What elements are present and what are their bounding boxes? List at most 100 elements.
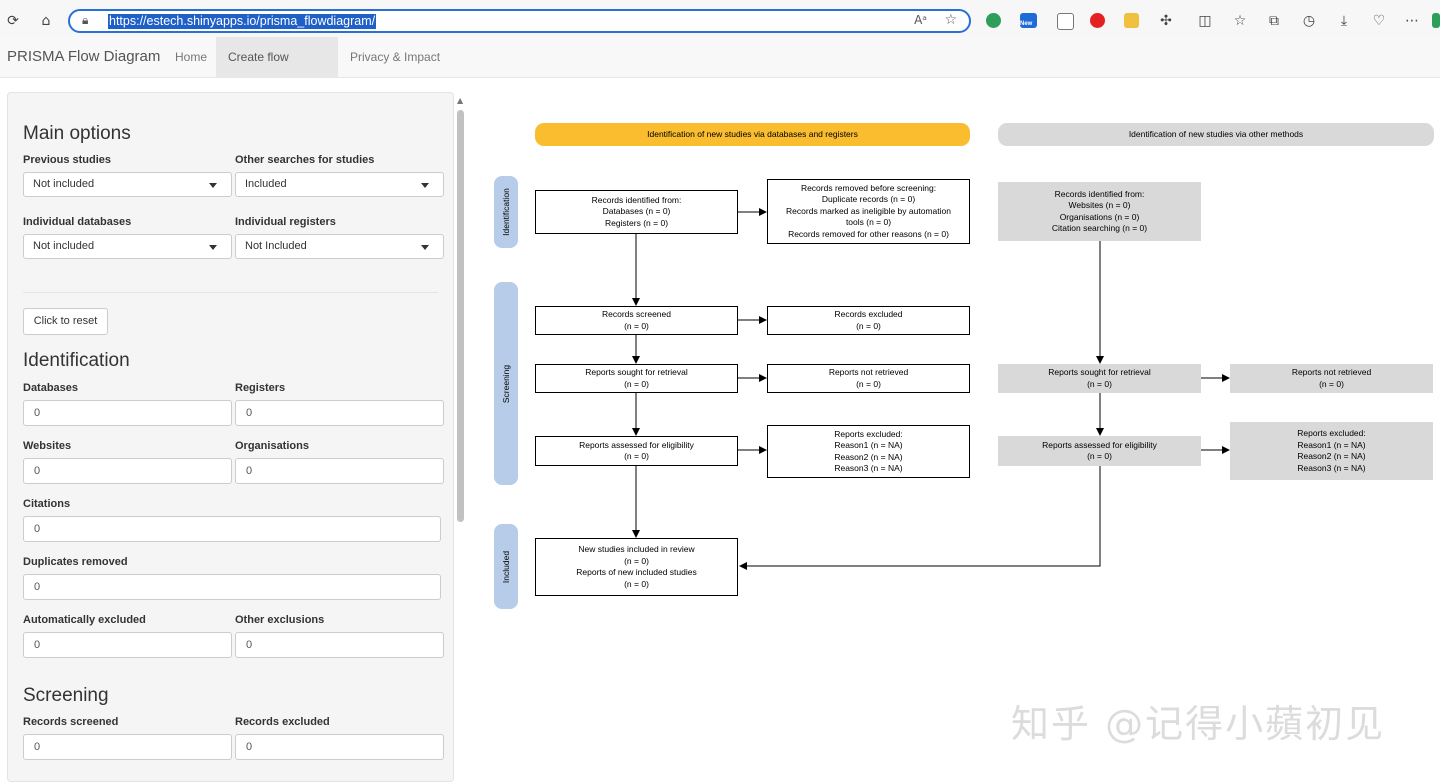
registers-input[interactable]: 0 [235,400,444,426]
other-exclusions-value: 0 [246,639,253,651]
more-menu-icon[interactable]: ⋯ [1405,13,1419,29]
duplicates-removed-value: 0 [34,581,41,593]
organisations-label: Organisations [235,440,309,452]
sidebar-scrollbar[interactable]: ▲ [456,94,466,773]
downloads-icon[interactable]: ⤓ [1340,13,1348,29]
header-other-methods: Identification of new studies via other … [998,123,1434,146]
automatically-excluded-label: Automatically excluded [23,614,146,626]
individual-registers-value: Not Included [245,240,307,252]
records-screened-label: Records screened [23,716,119,728]
collections-tab-icon[interactable]: ⧉ [1269,13,1279,29]
box-other-reports-sought: Reports sought for retrieval (n = 0) [998,364,1201,393]
chevron-down-icon [209,245,217,250]
reset-button[interactable]: Click to reset [23,308,108,335]
box-other-reports-excluded: Reports excluded: Reason1 (n = NA) Reaso… [1230,422,1433,480]
refresh-icon[interactable]: ⟳ [7,13,19,29]
previous-studies-label: Previous studies [23,154,112,166]
phase-screening-label: Screening [501,364,511,403]
records-screened-value: 0 [34,741,41,753]
opera-icon[interactable] [1090,13,1105,28]
automatically-excluded-value: 0 [34,639,41,651]
extension-new-icon[interactable]: New [1020,13,1037,28]
url-text[interactable]: https://estech.shinyapps.io/prisma_flowd… [108,14,377,29]
home-icon[interactable]: ⌂ [41,13,51,29]
tab-home[interactable]: Home [175,50,208,64]
box-other-records-identified: Records identified from: Websites (n = 0… [998,182,1201,241]
main-options-title: Main options [23,123,131,144]
lock-icon: 🔒︎ [82,13,89,27]
databases-input[interactable]: 0 [23,400,232,426]
tab-privacy-impact[interactable]: Privacy & Impact [350,50,441,64]
databases-value: 0 [34,407,41,419]
phase-screening: Screening [494,282,518,485]
new-badge: New [1020,21,1033,27]
scroll-up-arrow-icon[interactable]: ▲ [457,96,464,105]
scrollbar-thumb[interactable] [457,110,464,522]
extension-green-icon[interactable] [986,13,1001,28]
organisations-input[interactable]: 0 [235,458,444,484]
chevron-down-icon [421,183,429,188]
individual-databases-value: Not included [33,240,95,252]
phase-identification-label: Identification [501,188,511,236]
individual-databases-select[interactable]: Not included [23,234,232,259]
box-reports-sought: Reports sought for retrieval (n = 0) [535,364,738,393]
records-excluded-value: 0 [246,741,253,753]
box-records-screened: Records screened (n = 0) [535,306,738,335]
options-sidebar: Main options Previous studies Not includ… [7,92,454,782]
records-excluded-label: Records excluded [235,716,330,728]
favorites-icon[interactable]: ☆ [1233,13,1247,29]
connector-arrows [632,208,1230,570]
app-brand[interactable]: PRISMA Flow Diagram [7,48,161,65]
tab-create-flow-diagram[interactable]: Create flow diagram [216,37,338,104]
box-reports-not-retrieved: Reports not retrieved (n = 0) [767,364,970,393]
favorite-star-icon[interactable]: ☆ [944,12,957,28]
organisations-value: 0 [246,465,253,477]
records-excluded-input[interactable]: 0 [235,734,444,760]
box-studies-included: New studies included in review (n = 0) R… [535,538,738,596]
divider [23,292,438,293]
box-records-excluded: Records excluded (n = 0) [767,306,970,335]
chevron-down-icon [209,183,217,188]
box-records-removed: Records removed before screening: Duplic… [767,179,970,244]
box-other-reports-assessed: Reports assessed for eligibility (n = 0) [998,436,1201,466]
databases-label: Databases [23,382,79,394]
prisma-flow-diagram: Identification of new studies via databa… [470,92,1440,773]
box-records-identified: Records identified from: Databases (n = … [535,190,738,234]
app-navbar: PRISMA Flow Diagram Home Create flow dia… [0,37,1440,104]
websites-value: 0 [34,465,41,477]
other-searches-value: Included [245,178,287,190]
individual-registers-select[interactable]: Not Included [235,234,444,259]
extensions-puzzle-icon[interactable]: ✣ [1160,13,1172,29]
box-reports-assessed: Reports assessed for eligibility (n = 0) [535,436,738,466]
duplicates-removed-input[interactable]: 0 [23,574,441,600]
address-bar[interactable]: 🔒︎ https://estech.shinyapps.io/prisma_fl… [68,9,971,33]
phase-included: Included [494,524,518,609]
split-screen-icon[interactable]: ◫ [1198,13,1212,29]
registers-value: 0 [246,407,253,419]
phase-identification: Identification [494,176,518,248]
copilot-icon[interactable] [1432,13,1440,28]
registers-label: Registers [235,382,286,394]
websites-input[interactable]: 0 [23,458,232,484]
duplicates-removed-label: Duplicates removed [23,556,128,568]
other-exclusions-input[interactable]: 0 [235,632,444,658]
read-aloud-icon[interactable]: Aᵃ [914,13,927,27]
citations-input[interactable]: 0 [23,516,441,542]
folder-icon[interactable] [1124,13,1139,28]
previous-studies-select[interactable]: Not included [23,172,232,197]
automatically-excluded-input[interactable]: 0 [23,632,232,658]
collections-icon[interactable] [1057,13,1074,30]
chevron-down-icon [421,245,429,250]
header-databases-registers: Identification of new studies via databa… [535,123,970,146]
other-searches-label: Other searches for studies [235,154,375,166]
box-reports-excluded: Reports excluded: Reason1 (n = NA) Reaso… [767,425,970,478]
other-searches-select[interactable]: Included [235,172,444,197]
history-icon[interactable]: ◷ [1302,13,1316,29]
arrow-other-assessed-to-included [739,466,1101,570]
records-screened-input[interactable]: 0 [23,734,232,760]
box-other-reports-not-retrieved: Reports not retrieved (n = 0) [1230,364,1433,393]
websites-label: Websites [23,440,72,452]
identification-title: Identification [23,350,130,371]
previous-studies-value: Not included [33,178,95,190]
performance-icon[interactable]: ♡ [1372,13,1386,29]
